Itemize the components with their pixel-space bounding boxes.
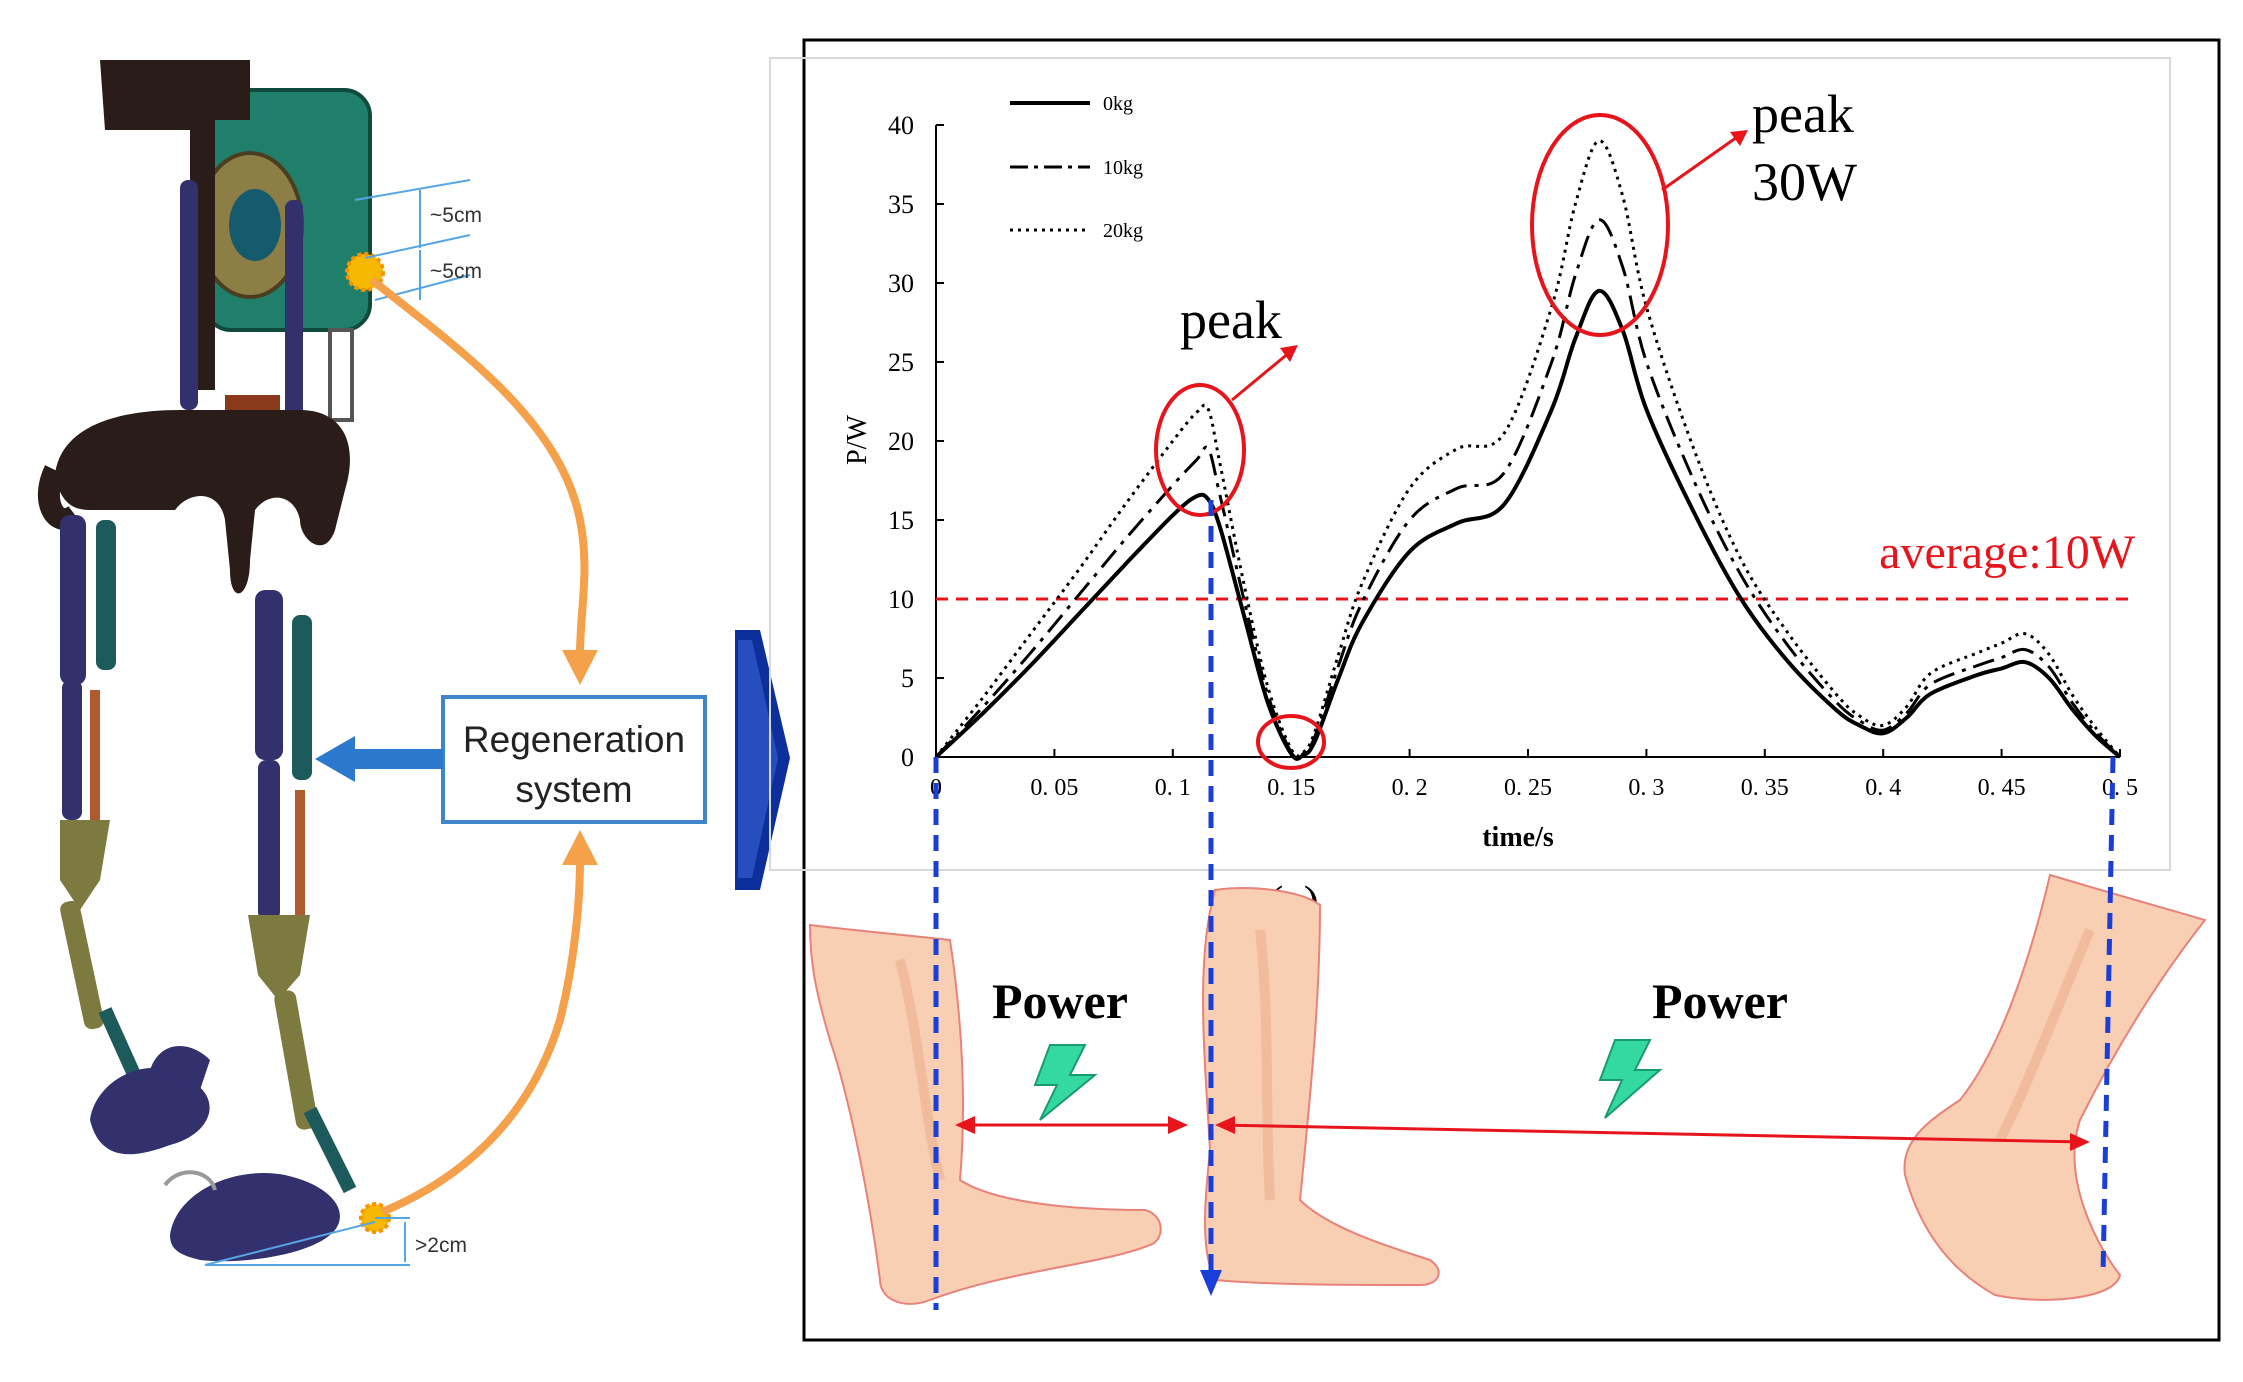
legend: 0kg 10kg 20kg: [1010, 93, 1143, 242]
thigh-shaft-right: [292, 615, 312, 780]
peak-2-circle: [1530, 113, 1670, 337]
back-strut-left: [180, 180, 198, 410]
x-tick-label: 0. 2: [1392, 775, 1428, 801]
wire-top-arrowhead: [562, 650, 598, 685]
x-tick-label: 0. 3: [1628, 775, 1664, 801]
average-label: average:10W: [1879, 526, 2136, 579]
lightning-icon: [1033, 1044, 1098, 1121]
shank-link-left: [60, 900, 104, 1030]
shin-shaft-right: [303, 1106, 357, 1194]
top-frame: [100, 60, 250, 390]
x-axis-label: time/s: [1482, 822, 1554, 853]
knee-link-right: [248, 915, 310, 1000]
trough-circle: [1256, 714, 1326, 770]
dimension-label-bottom: >2cm: [415, 1234, 467, 1257]
series-line-10kg: [934, 218, 2122, 760]
x-tick-label: 0. 25: [1504, 775, 1552, 801]
x-ticks: 00. 050. 10. 150. 20. 250. 30. 350. 40. …: [930, 749, 2138, 801]
regeneration-box-frame: [441, 695, 707, 824]
peak-2-arrow: [1661, 133, 1741, 192]
foot-plate-right: [170, 1173, 340, 1262]
knee-strut-left: [62, 680, 82, 820]
knee-spring-right: [295, 790, 305, 930]
thigh-strut-left: [60, 515, 86, 685]
thigh-shaft-left: [96, 520, 116, 670]
x-tick-label: 0. 4: [1865, 775, 1901, 801]
wire-bottom: [380, 859, 584, 1216]
bracket: [328, 328, 354, 422]
y-tick-label: 5: [901, 664, 914, 693]
series-lines: [934, 139, 2122, 761]
y-tick-label: 35: [888, 190, 914, 219]
foot-spring: [163, 1170, 217, 1191]
leg-figure-1: [808, 923, 1162, 1305]
peak-1-label: peak: [1180, 290, 1282, 350]
leg-left: [60, 515, 210, 1155]
power-label-2: Power: [1652, 973, 1788, 1029]
x-tick-label: 0. 05: [1030, 775, 1078, 801]
dimension-label-mid: ~5cm: [430, 260, 482, 283]
peak-2-label-line2: 30W: [1752, 152, 1857, 212]
guide-line-end: [2100, 756, 2116, 1276]
wire-top: [369, 276, 589, 656]
gait-illustration: Power Power: [808, 500, 2207, 1310]
x-tick-label: 0. 15: [1267, 775, 1315, 801]
knee-link-left: [60, 820, 110, 910]
x-tick-label: 0. 1: [1155, 775, 1191, 801]
y-axis-label: P/W: [842, 415, 873, 465]
back-strut-right: [285, 200, 303, 430]
series-line-0kg: [934, 288, 2122, 761]
y-tick-label: 40: [888, 111, 914, 140]
generator-core: [229, 189, 281, 261]
regeneration-box: Regeneration system: [441, 695, 707, 824]
exoskeleton-illustration: ~5cm ~5cm >2cm: [37, 60, 598, 1266]
x-tick-label: 0. 5: [2102, 775, 2138, 801]
knee-strut-right: [258, 760, 280, 920]
legend-label-20kg: 20kg: [1103, 220, 1143, 242]
lightning-icon: [1598, 1039, 1663, 1119]
peak-1-arrow: [1231, 350, 1291, 402]
y-tick-label: 0: [901, 743, 914, 772]
y-tick-label: 20: [888, 427, 914, 456]
shank-link-right: [274, 990, 318, 1130]
legend-label-10kg: 10kg: [1103, 157, 1143, 179]
pelvis-frame: [55, 410, 350, 594]
dimension-marks: [204, 179, 471, 1266]
y-ticks: 0 5 10 15 20 25 30 35 40: [888, 111, 944, 772]
power-label-1: Power: [992, 973, 1128, 1029]
dimension-label-top: ~5cm: [430, 204, 482, 227]
foot-plate-left: [90, 1067, 210, 1155]
knee-spring-left: [90, 690, 100, 820]
y-tick-label: 10: [888, 585, 914, 614]
leg-figure-3: [1903, 873, 2207, 1301]
peak-1-circle: [1154, 383, 1246, 517]
regeneration-label-line2: system: [515, 769, 632, 810]
chart-image-frame: [769, 57, 2171, 871]
y-tick-label: 30: [888, 269, 914, 298]
power-chart: 0 5 10 15 20 25 30 35 40 0 0. 05 0. 1 0. 15 0. 2 0. 2…: [842, 84, 2138, 927]
y-tick-label: 15: [888, 506, 914, 535]
regeneration-label-line1: Regeneration: [463, 719, 685, 760]
peak-2-label-line1: peak: [1752, 84, 1854, 144]
x-tick-label: 0. 35: [1741, 775, 1789, 801]
y-tick-label: 25: [888, 348, 914, 377]
regen-arrow-shaft: [355, 749, 443, 769]
thigh-strut-right: [255, 590, 283, 760]
wire-bottom-arrowhead: [562, 830, 598, 865]
legend-label-0kg: 0kg: [1103, 93, 1133, 115]
regen-arrowhead: [315, 736, 355, 782]
span-arrow-2: [1217, 1123, 2086, 1144]
x-tick-label: 0. 45: [1978, 775, 2026, 801]
series-line-20kg: [934, 139, 2122, 758]
leg-right: [163, 590, 357, 1262]
